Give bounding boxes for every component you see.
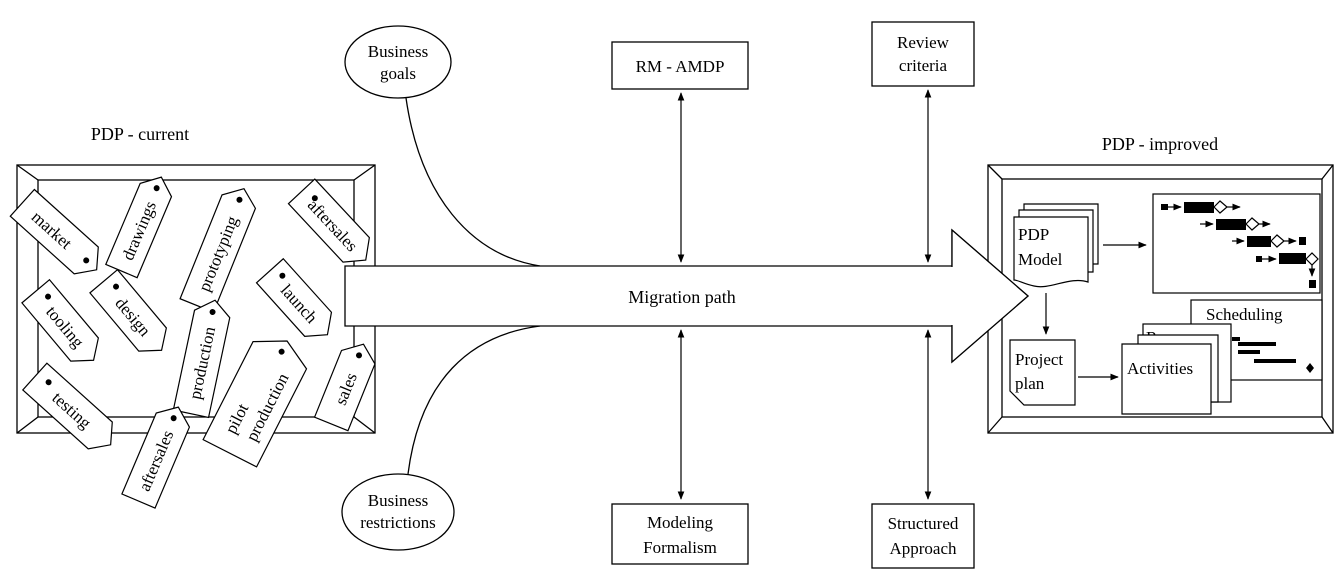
- review-criteria-box: Review criteria: [871, 21, 975, 87]
- tag-production-center: production: [172, 299, 231, 419]
- tag-sales: sales: [313, 343, 376, 432]
- tag-aftersales-top: aftersales: [287, 178, 370, 263]
- project-plan-line1: Project: [1015, 350, 1063, 369]
- business-restrictions-curve: [407, 325, 541, 475]
- tag-market: market: [9, 188, 99, 275]
- modeling-formalism-line1: Modeling: [647, 513, 714, 532]
- activities-label: Activities: [1127, 359, 1193, 378]
- tag-aftersales-bottom: aftersales: [121, 406, 191, 509]
- business-restrictions-line1: Business: [368, 491, 428, 510]
- tag-prototyping: prototyping: [179, 187, 257, 314]
- tag-launch: launch: [255, 257, 333, 337]
- right-board-title: PDP - improved: [1102, 134, 1218, 154]
- tag-drawings: drawings: [105, 176, 173, 279]
- project-plan-document: Project plan: [1009, 339, 1076, 406]
- pdp-model-line2: Model: [1018, 250, 1063, 269]
- business-restrictions-line2: restrictions: [360, 513, 436, 532]
- modeling-formalism-box: Modeling Formalism: [611, 503, 749, 565]
- structured-approach-box: Structured Approach: [871, 503, 975, 569]
- tag-design: design: [89, 268, 168, 352]
- review-criteria-line2: criteria: [899, 56, 948, 75]
- activities-card: Activities: [1121, 334, 1219, 415]
- gantt-chart-box: [1152, 193, 1321, 294]
- pdp-model-document: PDP Model: [1013, 203, 1099, 288]
- project-plan-line2: plan: [1015, 374, 1045, 393]
- business-goals-node: Business goals: [344, 25, 452, 99]
- review-criteria-line1: Review: [897, 33, 950, 52]
- migration-path-arrow: Migration path: [344, 228, 1029, 364]
- structured-approach-line2: Approach: [889, 539, 957, 558]
- business-goals-curve: [405, 97, 541, 267]
- scheduling-label: Scheduling: [1206, 305, 1283, 324]
- business-goals-line2: goals: [380, 64, 416, 83]
- modeling-formalism-line2: Formalism: [643, 538, 717, 557]
- left-board-title: PDP - current: [91, 124, 189, 144]
- rm-amdp-box: RM - AMDP: [611, 41, 749, 90]
- business-restrictions-node: Business restrictions: [341, 473, 455, 551]
- business-goals-line1: Business: [368, 42, 428, 61]
- migration-path-label: Migration path: [628, 287, 735, 307]
- structured-approach-line1: Structured: [888, 514, 959, 533]
- rm-amdp-label: RM - AMDP: [636, 57, 725, 76]
- pdp-model-line1: PDP: [1018, 225, 1049, 244]
